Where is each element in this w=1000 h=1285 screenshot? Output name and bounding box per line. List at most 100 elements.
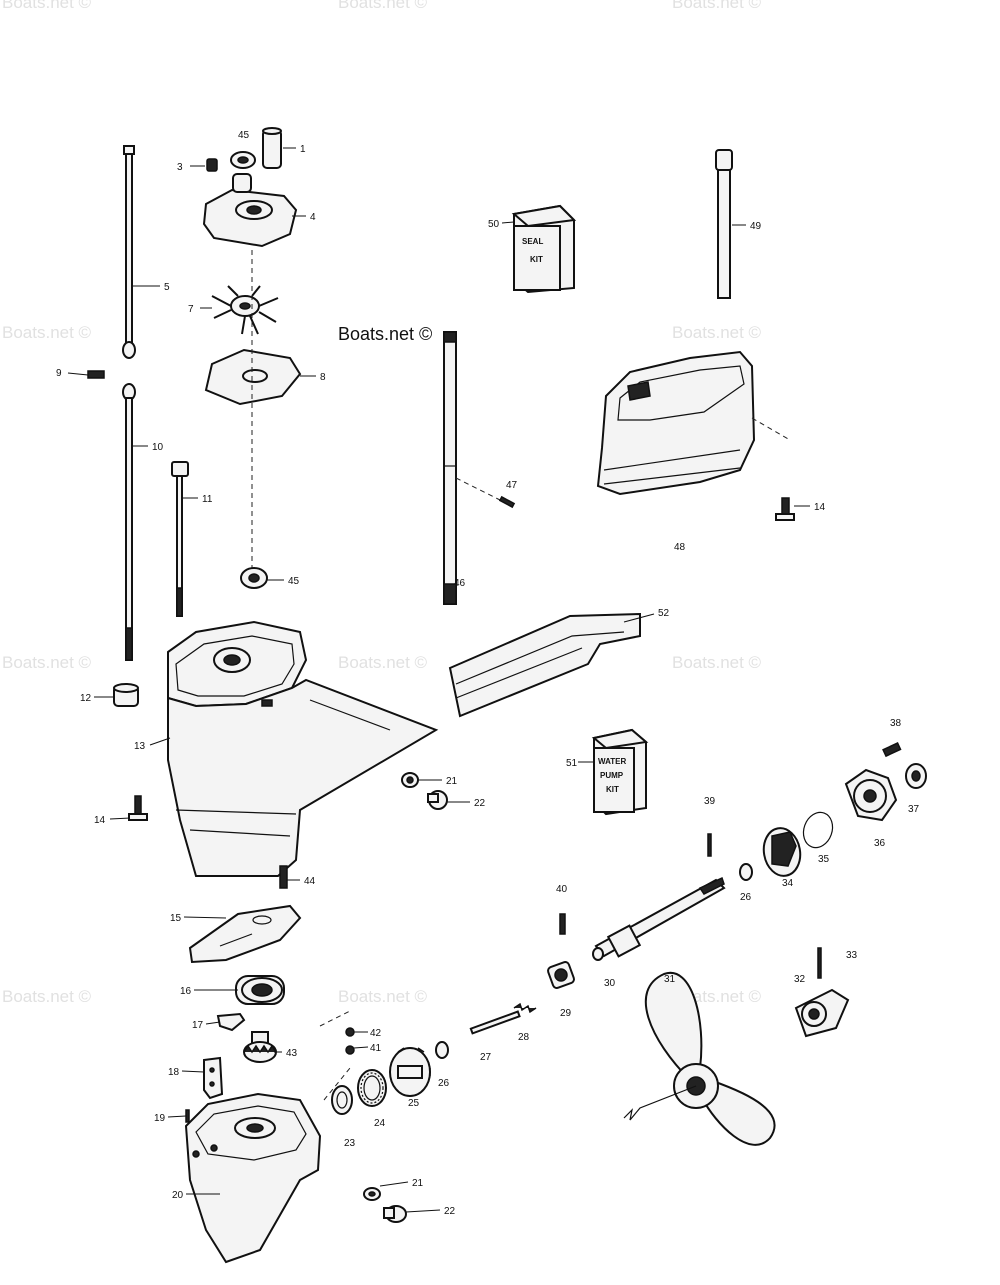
callout-label: 4: [310, 212, 316, 223]
callout-label: 25: [408, 1098, 420, 1109]
callout-label: 26: [740, 892, 752, 903]
callout-label: 46: [454, 578, 466, 589]
shift-pin: [469, 1010, 521, 1035]
callout-label: 30: [604, 978, 616, 989]
callout-label: 12: [80, 693, 92, 704]
lower-gearcase: [184, 1092, 322, 1264]
bearing-carrier: [844, 768, 898, 822]
callout-label: 18: [168, 1067, 180, 1078]
callout-label: 22: [474, 798, 486, 809]
pin: [185, 1109, 190, 1123]
watermark: Boats.net ©: [672, 0, 762, 12]
watermark: Boats.net ©: [338, 0, 428, 12]
shift-rod-upper: [122, 145, 136, 359]
washer-right: [739, 863, 753, 881]
drive-shaft: [443, 331, 457, 605]
watermarks: Boats.net © Boats.net © Boats.net © Boat…: [2, 0, 762, 1006]
long-shaft-right: [715, 149, 733, 299]
callout-label: 10: [152, 442, 164, 453]
pinion-gear: [243, 1031, 277, 1063]
washer-and-plug-upper: [401, 772, 448, 810]
callout-label: 8: [320, 372, 326, 383]
callout-label: 17: [192, 1020, 204, 1031]
shift-rod-lower: [122, 383, 136, 661]
callout-label: 11: [202, 494, 213, 505]
callout-label: 21: [446, 776, 458, 787]
bearing: [235, 975, 285, 1005]
forward-gear: [389, 1047, 431, 1097]
callout-label: 49: [750, 221, 762, 232]
callout-label: 45: [238, 130, 250, 141]
callout-label: 51: [566, 758, 578, 769]
callout-label: 34: [782, 878, 794, 889]
callout-label: 40: [556, 884, 568, 895]
washer-lower: [435, 1041, 449, 1059]
watermark: Boats.net ©: [2, 0, 92, 12]
watermark: Boats.net ©: [2, 987, 92, 1006]
screw: [87, 370, 105, 379]
seal-kit-line-1: SEAL: [522, 237, 543, 246]
callout-label: 24: [374, 1118, 386, 1129]
detent-balls: [319, 1009, 355, 1101]
exhaust-housing: [596, 350, 791, 496]
washer-and-plug-lower: [363, 1187, 407, 1223]
water-pump-stack: [202, 127, 302, 589]
watermark: Boats.net ©: [338, 987, 428, 1006]
clip: [216, 1012, 246, 1032]
o-ring: [802, 811, 834, 849]
callout-label: 41: [370, 1043, 382, 1054]
callout-label: 29: [560, 1008, 572, 1019]
callout-label: 16: [180, 986, 192, 997]
thrust-hub: [794, 988, 850, 1038]
callout-label: 47: [506, 480, 518, 491]
callout-label: 42: [370, 1028, 382, 1039]
reverse-gear: [762, 827, 802, 877]
gasket: [188, 904, 302, 964]
callout-label: 21: [412, 1178, 424, 1189]
pin-right: [707, 833, 712, 857]
roll-pin: [498, 495, 516, 509]
callout-label: 31: [664, 974, 676, 985]
callout-label: 22: [444, 1206, 456, 1217]
callout-label: 52: [658, 608, 670, 619]
seal-kit-box: SEAL KIT: [511, 204, 577, 294]
callout-label: 23: [344, 1138, 356, 1149]
callout-label: 48: [674, 542, 686, 553]
callout-label: 35: [818, 854, 830, 865]
bolt-left: [128, 795, 148, 821]
callout-label: 20: [172, 1190, 184, 1201]
callouts: 45 1 3 4 5 7 8 9 10 11 45 12 13 14 21 22…: [56, 130, 920, 1217]
bracket: [203, 1056, 224, 1100]
propeller-shaft: [592, 876, 726, 961]
cotter-pin: [817, 947, 822, 979]
propeller: [623, 971, 776, 1146]
seal-kit-line-2: KIT: [530, 255, 543, 264]
thrust-bearing: [357, 1069, 387, 1107]
callout-label: 3: [177, 162, 183, 173]
water-pump-kit-box: WATER PUMP KIT: [591, 728, 649, 816]
watermark: Boats.net ©: [672, 323, 762, 342]
water-pump-kit-line-3: KIT: [606, 785, 619, 794]
callout-label: 15: [170, 913, 182, 924]
watermark: Boats.net ©: [2, 653, 92, 672]
screw-right: [882, 741, 902, 758]
callout-label: 5: [164, 282, 170, 293]
callout-label: 37: [908, 804, 920, 815]
leader-lines: [67, 147, 810, 1213]
callout-label: 7: [188, 304, 194, 315]
callout-label: 14: [94, 815, 106, 826]
callout-label: 50: [488, 219, 500, 230]
water-pump-kit-line-1: WATER: [598, 757, 627, 766]
callout-label: 38: [890, 718, 902, 729]
callout-label: 44: [304, 876, 316, 887]
callout-label: 9: [56, 368, 62, 379]
callout-label: 1: [300, 144, 306, 155]
callout-label: 39: [704, 796, 716, 807]
cross-pin: [559, 913, 566, 935]
callout-label: 32: [794, 974, 806, 985]
callout-label: 45: [288, 576, 300, 587]
callout-label: 28: [518, 1032, 530, 1043]
callout-label: 33: [846, 950, 858, 961]
callout-label: 14: [814, 502, 826, 513]
